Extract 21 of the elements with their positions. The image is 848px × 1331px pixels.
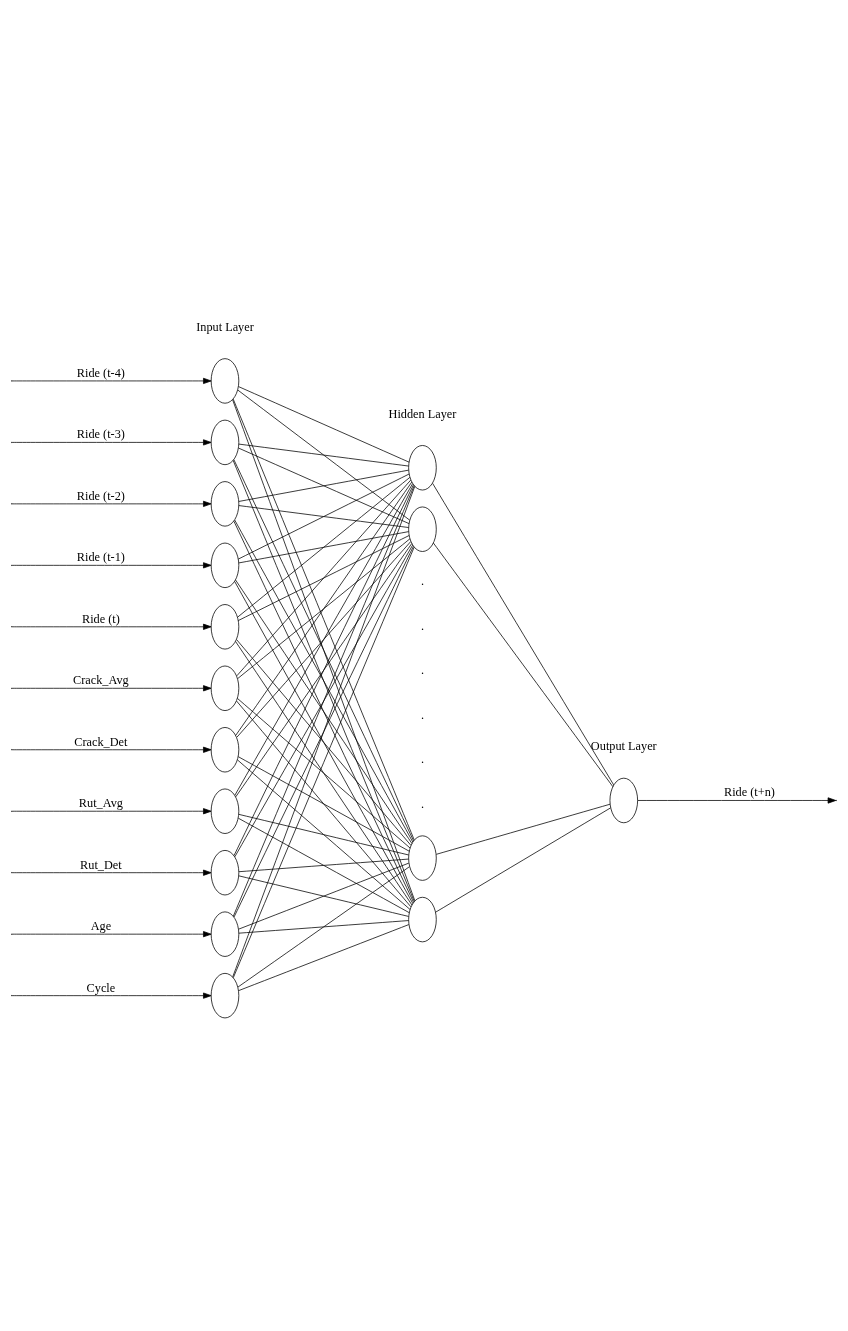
label: . <box>420 751 424 766</box>
label: . <box>420 662 424 677</box>
label: . <box>420 573 424 588</box>
edge-label: Ride (t-1) <box>76 549 125 564</box>
label: . <box>420 707 424 722</box>
edge-label: Ride (t) <box>81 611 120 626</box>
edge-label: Cycle <box>86 980 116 995</box>
label: . <box>420 618 424 633</box>
edge-label: Ride (t-4) <box>76 365 125 380</box>
edge-label: Crack_Det <box>74 734 128 749</box>
label: Hidden Layer <box>388 406 457 421</box>
edge-label: Crack_Avg <box>73 672 129 687</box>
edge-label: Age <box>90 918 112 933</box>
label: Input Layer <box>196 319 254 334</box>
edge-label: Rut_Det <box>80 857 122 872</box>
edge-label: Rut_Avg <box>78 795 123 810</box>
edge-label: Ride (t+n) <box>723 784 775 799</box>
edge-label: Ride (t-3) <box>76 426 125 441</box>
edge-label: Ride (t-2) <box>76 488 125 503</box>
label: Output Layer <box>590 738 657 753</box>
label: . <box>420 796 424 811</box>
